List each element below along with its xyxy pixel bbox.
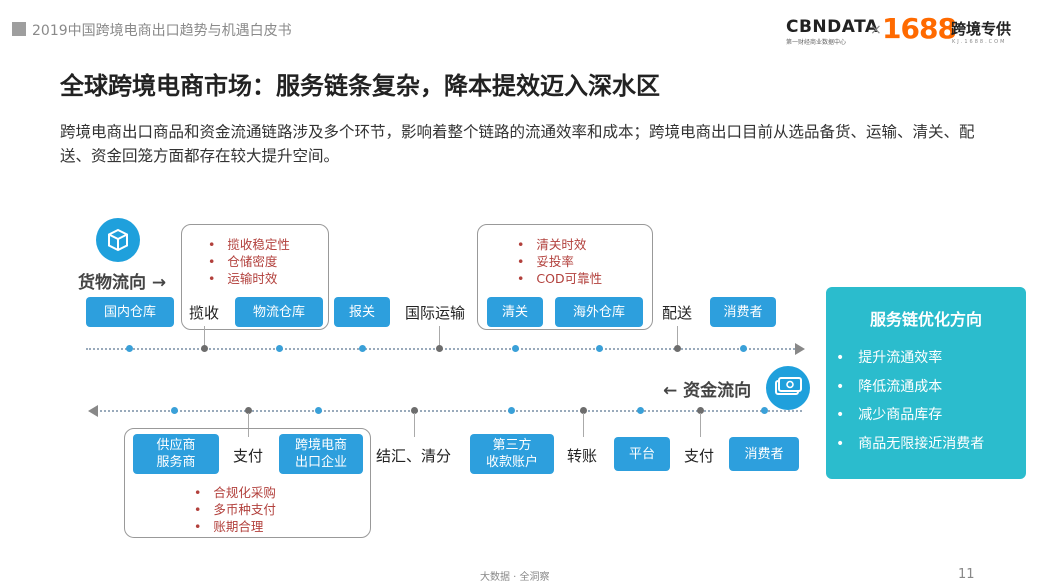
timeline-node [512, 345, 519, 352]
timeline-node [245, 407, 252, 414]
report-title: 2019中国跨境电商出口趋势与机遇白皮书 [32, 23, 292, 39]
connector [677, 326, 678, 348]
logo-kjzj-sub: KJ.1688.COM [952, 39, 1007, 45]
timeline-node [359, 345, 366, 352]
step-consumer-top: 消费者 [710, 297, 776, 327]
intro-paragraph: 跨境电商出口商品和资金流通链路涉及多个环节，影响着整个链路的流通效率和成本；跨境… [60, 123, 975, 165]
connector [700, 413, 701, 437]
step-platform: 平台 [614, 437, 670, 471]
goods-arrow-icon [795, 343, 805, 355]
fund-flow-label: ← 资金流向 [663, 381, 752, 401]
bullet-item: 多币种支付 [194, 501, 276, 518]
box-icon [96, 218, 140, 262]
connector [583, 413, 584, 437]
bullet-item: 揽收稳定性 [208, 236, 290, 253]
step-payment-1: 支付 [233, 447, 264, 465]
clearance-bullets: 清关时效 妥投率 COD可靠性 [517, 236, 602, 287]
clearance-group-outline [477, 224, 653, 330]
timeline-node [580, 407, 587, 414]
step-third-party-line2: 收款账户 [485, 455, 538, 470]
logo-cbndata-sub: 第一财经商业数据中心 [786, 39, 847, 46]
timeline-node [315, 407, 322, 414]
step-domestic-warehouse: 国内仓库 [86, 297, 174, 327]
step-payment-2: 支付 [684, 447, 715, 465]
bullet-item: 仓储密度 [208, 253, 290, 270]
timeline-node [436, 345, 443, 352]
goods-flow-label: 货物流向 → [78, 273, 167, 293]
supplier-group-outline [124, 428, 371, 538]
bullet-item: 运输时效 [208, 270, 290, 287]
timeline-node [201, 345, 208, 352]
pickup-group-outline [181, 224, 329, 330]
panel-title: 服务链优化方向 [869, 310, 982, 329]
step-logistics-warehouse: 物流仓库 [235, 297, 323, 327]
step-intl-transport: 国际运输 [405, 304, 466, 322]
page-title: 全球跨境电商市场：服务链条复杂，降本提效迈入深水区 [60, 72, 660, 100]
logo-cbndata: CBNDATA [786, 17, 879, 37]
footer-source: 大数据 · 全洞察 [480, 572, 550, 583]
timeline-node [276, 345, 283, 352]
timeline-node [411, 407, 418, 414]
panel-item: 提升流通效率 [836, 344, 984, 373]
step-overseas-warehouse: 海外仓库 [555, 297, 643, 327]
timeline-node [126, 345, 133, 352]
supplier-bullets: 合规化采购 多币种支付 账期合理 [194, 484, 276, 535]
step-exporter-line1: 跨境电商 [294, 438, 347, 453]
money-icon [766, 366, 810, 410]
step-supplier: 供应商服务商 [133, 434, 219, 474]
connector [439, 326, 440, 348]
step-supplier-line1: 供应商 [156, 438, 196, 453]
bullet-item: 合规化采购 [194, 484, 276, 501]
pickup-bullets: 揽收稳定性 仓储密度 运输时效 [208, 236, 290, 287]
bullet-item: 账期合理 [194, 518, 276, 535]
panel-item: 减少商品库存 [836, 401, 984, 430]
step-pickup: 揽收 [189, 304, 220, 322]
step-transfer: 转账 [567, 447, 598, 465]
logo-kjzj: 跨境专供 [951, 20, 1012, 38]
timeline-node [637, 407, 644, 414]
timeline-node [674, 345, 681, 352]
step-supplier-line2: 服务商 [156, 455, 196, 470]
step-third-party: 第三方收款账户 [470, 434, 554, 474]
panel-item: 商品无限接近消费者 [836, 430, 984, 459]
step-exporter: 跨境电商出口企业 [279, 434, 363, 474]
step-consumer-bottom: 消费者 [729, 437, 799, 471]
timeline-node [761, 407, 768, 414]
connector [248, 413, 249, 437]
header-marker [12, 22, 26, 36]
connector [414, 413, 415, 437]
bullet-item: 妥投率 [517, 253, 602, 270]
step-clearance: 清关 [487, 297, 543, 327]
step-declaration: 报关 [334, 297, 390, 327]
step-settlement: 结汇、清分 [376, 447, 452, 465]
logo-1688: 1688 [882, 12, 957, 45]
page-number: 11 [958, 567, 975, 582]
timeline-node [171, 407, 178, 414]
timeline-node [508, 407, 515, 414]
fund-arrow-icon [88, 405, 98, 417]
panel-item: 降低流通成本 [836, 373, 984, 402]
bullet-item: 清关时效 [517, 236, 602, 253]
panel-list: 提升流通效率 降低流通成本 减少商品库存 商品无限接近消费者 [836, 344, 984, 458]
bullet-item: COD可靠性 [517, 270, 602, 287]
step-third-party-line1: 第三方 [492, 438, 532, 453]
timeline-node [740, 345, 747, 352]
step-exporter-line2: 出口企业 [294, 455, 347, 470]
connector [204, 326, 205, 348]
timeline-node [697, 407, 704, 414]
logo-times: × [870, 22, 882, 38]
timeline-node [596, 345, 603, 352]
step-delivery: 配送 [662, 304, 693, 322]
fund-timeline [96, 410, 802, 412]
